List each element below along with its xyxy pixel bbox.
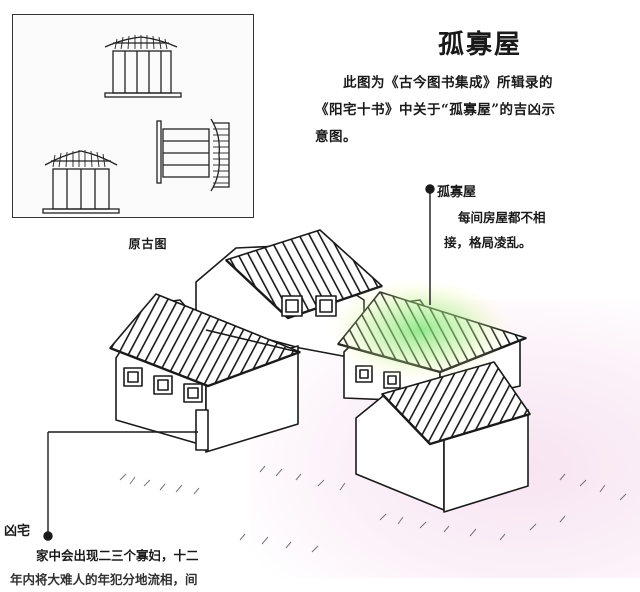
annotation-bottom-label: 凶宅 — [4, 524, 31, 539]
annotation-top-line: 接，格局凌乱。 — [444, 235, 532, 250]
page-title: 孤寡屋 — [437, 30, 522, 60]
callouts — [43, 184, 435, 541]
original-drawing-inset — [12, 14, 254, 218]
annotation-bottom-line: 家中会出现二三个寡妇，十二 — [36, 548, 199, 563]
annotation-top-label: 孤寡屋 — [437, 185, 477, 200]
annotation-top-line: 每间房屋都不相 — [458, 210, 546, 225]
house-right-lower — [355, 361, 531, 513]
page: 原古图 孤寡屋 此图为《古今图书集成》所辑录的 《阳宅十书》中关于“孤寡屋”的吉… — [4, 14, 640, 587]
highlight-glow — [330, 280, 510, 380]
original-drawing — [42, 35, 230, 214]
description-line: 《阳宅十书》中关于“孤寡屋”的吉凶示 — [315, 102, 556, 118]
inset-caption: 原古图 — [128, 237, 168, 251]
annotation-bottom-note: 家中会出现二三个寡妇，十二 年内将大难人的年犯分地流相，间 — [10, 544, 250, 592]
description-line: 意图。 — [315, 129, 357, 145]
houses-illustration — [43, 184, 627, 553]
ground-hatching — [119, 465, 627, 553]
house-left — [109, 293, 301, 453]
annotation-bottom-line: 年内将大难人的年犯分地流相，间 — [10, 572, 198, 587]
annotation-top-note: 每间房屋都不相 接，格局凌乱。 — [444, 205, 604, 255]
description: 此图为《古今图书集成》所辑录的 《阳宅十书》中关于“孤寡屋”的吉凶示 意图。 — [315, 70, 633, 151]
description-line: 此图为《古今图书集成》所辑录的 — [343, 75, 553, 91]
house-back — [195, 229, 383, 361]
